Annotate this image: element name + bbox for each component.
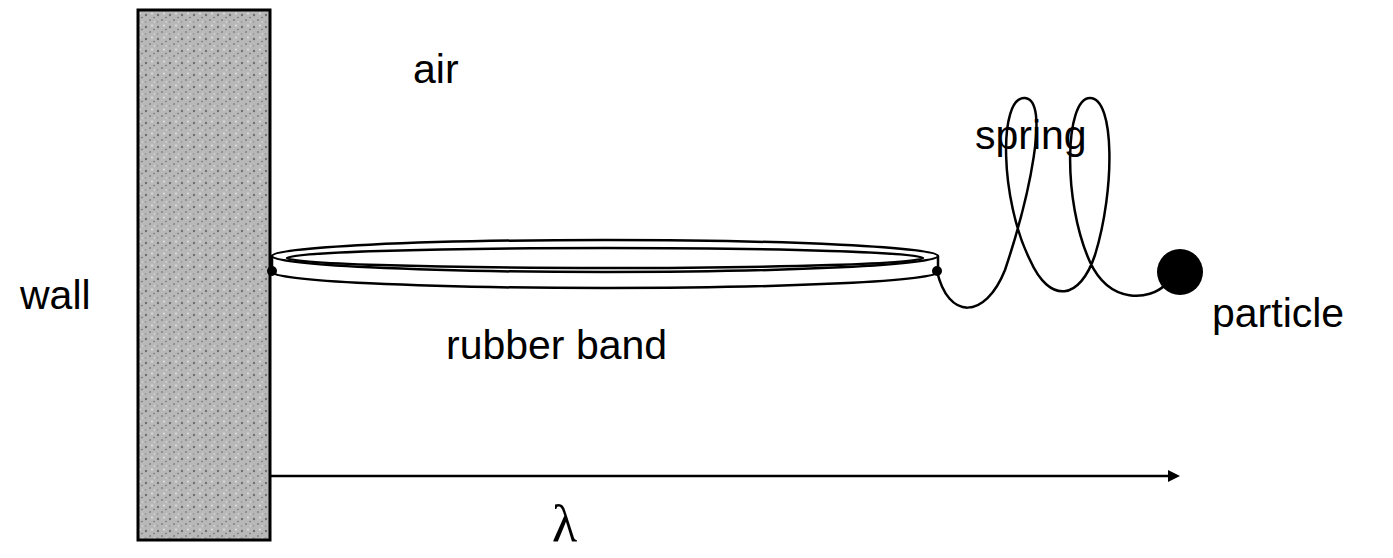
part-label: spring xyxy=(975,112,1087,159)
rubber-band xyxy=(272,240,938,288)
wall-block xyxy=(138,10,270,540)
particle-ball xyxy=(1157,249,1203,295)
axis-label: λ xyxy=(552,494,577,554)
spring-coil xyxy=(937,98,1165,308)
part-label: particle xyxy=(1212,290,1344,337)
axis-arrow xyxy=(270,475,1170,478)
attach-point xyxy=(267,266,277,276)
part-label: rubber band xyxy=(446,322,667,369)
part-label: wall xyxy=(20,272,91,319)
medium-label: air xyxy=(413,46,459,93)
